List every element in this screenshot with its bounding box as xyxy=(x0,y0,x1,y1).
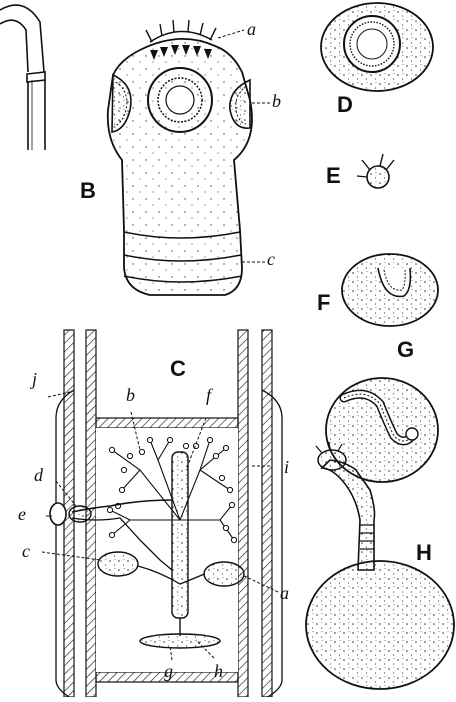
label-c-g: g xyxy=(164,662,173,680)
label-c-c: c xyxy=(22,542,30,560)
panel-a-fragment xyxy=(0,5,45,150)
label-b-c: c xyxy=(267,250,275,268)
label-c-j: j xyxy=(32,370,37,388)
label-c-a: a xyxy=(280,584,289,602)
panel-label-d: D xyxy=(337,94,353,116)
label-b-a: a xyxy=(247,20,256,38)
panel-label-h: H xyxy=(416,542,432,564)
egg-d-drawing xyxy=(321,3,433,91)
panel-label-f: F xyxy=(317,292,330,314)
scolex-drawing xyxy=(108,20,270,295)
panel-label-c: C xyxy=(170,358,186,380)
label-c-h: h xyxy=(214,662,223,680)
cysticercus-f-drawing xyxy=(342,254,438,326)
label-c-d: d xyxy=(34,466,43,484)
embryo-e-drawing xyxy=(357,154,394,188)
label-c-i: i xyxy=(284,458,289,476)
label-b-b: b xyxy=(272,92,281,110)
panel-label-e: E xyxy=(326,165,341,187)
label-c-e: e xyxy=(18,505,26,523)
label-c-f: f xyxy=(206,386,211,404)
panel-label-g: G xyxy=(397,339,414,361)
proglottid-drawing xyxy=(42,330,282,697)
label-c-b: b xyxy=(126,386,135,404)
panel-label-b: B xyxy=(80,180,96,202)
